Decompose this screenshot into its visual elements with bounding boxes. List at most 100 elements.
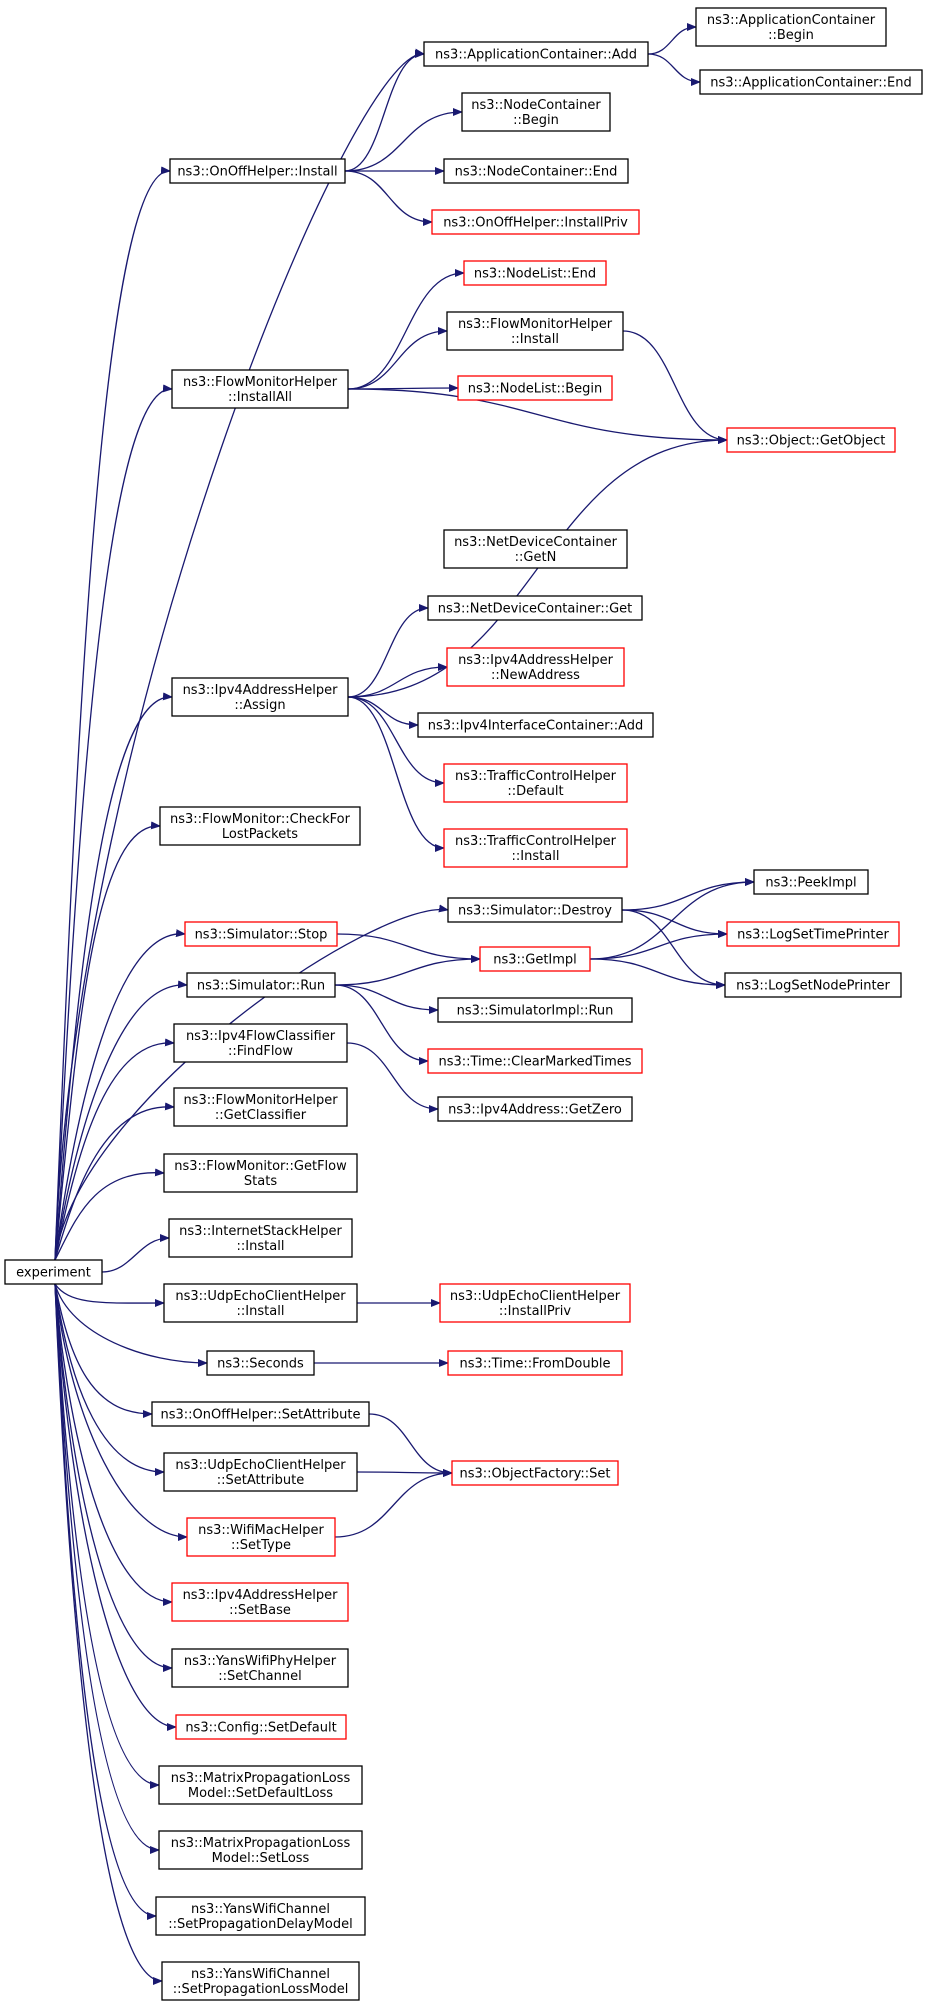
node-mplm-setdefaultloss[interactable]: ns3::MatrixPropagationLossModel::SetDefa… <box>158 1765 363 1805</box>
node-objectfactory-set[interactable]: ns3::ObjectFactory::Set <box>451 1460 619 1486</box>
node-app-end[interactable]: ns3::ApplicationContainer::End <box>699 69 923 95</box>
node-label-ndc-getn-1: ::GetN <box>515 550 557 565</box>
node-sim-run[interactable]: ns3::Simulator::Run <box>186 972 336 998</box>
node-box-uech-setattr <box>163 1452 358 1492</box>
node-box-ish-install <box>168 1218 353 1258</box>
node-label-fm-checklost-0: ns3::FlowMonitor::CheckFor <box>170 812 351 827</box>
node-label-seconds-0: ns3::Seconds <box>217 1357 304 1372</box>
node-getimpl[interactable]: ns3::GetImpl <box>479 946 591 972</box>
node-uech-install[interactable]: ns3::UdpEchoClientHelper::Install <box>163 1283 358 1323</box>
node-label-fmh-getclassifier-0: ns3::FlowMonitorHelper <box>183 1093 338 1108</box>
node-onoff-setattr[interactable]: ns3::OnOffHelper::SetAttribute <box>151 1401 370 1427</box>
node-label-fmh-install-0: ns3::FlowMonitorHelper <box>458 317 613 332</box>
node-onoff-install[interactable]: ns3::OnOffHelper::Install <box>169 158 346 184</box>
edge-experiment-to-ywc-setloss <box>54 1283 163 1985</box>
node-label-fmh-installall-1: ::InstallAll <box>228 390 292 405</box>
node-label-time-fromdouble-0: ns3::Time::FromDouble <box>460 1357 611 1372</box>
node-tch-default[interactable]: ns3::TrafficControlHelper::Default <box>443 763 628 803</box>
node-time-fromdouble[interactable]: ns3::Time::FromDouble <box>447 1350 623 1376</box>
node-sim-stop[interactable]: ns3::Simulator::Stop <box>184 921 338 947</box>
node-logsetnodeprinter[interactable]: ns3::LogSetNodePrinter <box>724 972 902 998</box>
node-nodelist-begin[interactable]: ns3::NodeList::Begin <box>457 375 613 401</box>
node-ipv4fc-findflow[interactable]: ns3::Ipv4FlowClassifier::FindFlow <box>173 1023 348 1063</box>
node-ipv4ic-add[interactable]: ns3::Ipv4InterfaceContainer::Add <box>417 712 654 738</box>
edge-experiment-to-mplm-setdefaultloss <box>54 1283 160 1789</box>
node-peekimpl[interactable]: ns3::PeekImpl <box>753 869 869 895</box>
node-simimpl-run[interactable]: ns3::SimulatorImpl::Run <box>437 997 633 1023</box>
node-ywc-setloss[interactable]: ns3::YansWifiChannel::SetPropagationLoss… <box>161 1961 360 2001</box>
node-sim-destroy[interactable]: ns3::Simulator::Destroy <box>447 897 623 923</box>
node-nodelist-end[interactable]: ns3::NodeList::End <box>463 260 607 286</box>
node-label-fmh-installall-0: ns3::FlowMonitorHelper <box>183 375 338 390</box>
node-box-onoff-installpriv <box>431 209 640 235</box>
node-tch-install[interactable]: ns3::TrafficControlHelper::Install <box>443 828 628 868</box>
node-fmh-install[interactable]: ns3::FlowMonitorHelper::Install <box>446 311 624 351</box>
node-ndc-getn[interactable]: ns3::NetDeviceContainer::GetN <box>443 529 628 569</box>
node-fmh-getclassifier[interactable]: ns3::FlowMonitorHelper::GetClassifier <box>173 1087 348 1127</box>
node-box-ipv4ah-newaddress <box>446 647 625 687</box>
node-box-fmh-getclassifier <box>173 1087 348 1127</box>
node-box-mplm-setloss <box>158 1830 363 1870</box>
edges-layer <box>54 23 755 1985</box>
nodes-layer: experimentns3::ApplicationContainer::Add… <box>4 7 923 2001</box>
node-object-getobject[interactable]: ns3::Object::GetObject <box>726 427 896 453</box>
node-ipv4ah-newaddress[interactable]: ns3::Ipv4AddressHelper::NewAddress <box>446 647 625 687</box>
node-label-fm-checklost-1: LostPackets <box>222 827 298 842</box>
node-ipv4ah-assign[interactable]: ns3::Ipv4AddressHelper::Assign <box>171 677 349 717</box>
node-logsettimeprinter[interactable]: ns3::LogSetTimePrinter <box>726 921 900 947</box>
edge-sim-destroy-to-logsettimeprinter <box>621 909 728 938</box>
node-uech-setattr[interactable]: ns3::UdpEchoClientHelper::SetAttribute <box>163 1452 358 1492</box>
node-label-simimpl-run-0: ns3::SimulatorImpl::Run <box>457 1004 614 1019</box>
node-box-onoff-install <box>169 158 346 184</box>
edge-sim-stop-to-getimpl <box>336 933 481 963</box>
node-uech-installpriv[interactable]: ns3::UdpEchoClientHelper::InstallPriv <box>439 1283 631 1323</box>
node-label-getimpl-0: ns3::GetImpl <box>493 953 577 968</box>
node-seconds[interactable]: ns3::Seconds <box>206 1350 315 1376</box>
edge-fmh-installall-to-object-getobject <box>347 388 728 444</box>
node-ish-install[interactable]: ns3::InternetStackHelper::Install <box>168 1218 353 1258</box>
node-ywph-setchannel[interactable]: ns3::YansWifiPhyHelper::SetChannel <box>171 1648 349 1688</box>
node-box-fmh-installall <box>171 369 349 409</box>
node-label-ywph-setchannel-0: ns3::YansWifiPhyHelper <box>184 1654 337 1669</box>
node-nodecont-end[interactable]: ns3::NodeContainer::End <box>443 158 629 184</box>
node-app-begin[interactable]: ns3::ApplicationContainer::Begin <box>695 7 887 47</box>
node-ipv4addr-getzero[interactable]: ns3::Ipv4Address::GetZero <box>437 1096 633 1122</box>
node-label-nodelist-end-0: ns3::NodeList::End <box>474 267 596 282</box>
node-config-setdefault[interactable]: ns3::Config::SetDefault <box>175 1714 347 1740</box>
edge-onoff-install-to-onoff-installpriv <box>344 170 433 226</box>
node-label-logsettimeprinter-0: ns3::LogSetTimePrinter <box>737 928 889 943</box>
node-label-mplm-setdefaultloss-1: Model::SetDefaultLoss <box>188 1786 333 1801</box>
node-label-sim-destroy-0: ns3::Simulator::Destroy <box>458 904 612 919</box>
node-label-sim-run-0: ns3::Simulator::Run <box>197 979 325 994</box>
node-app-add[interactable]: ns3::ApplicationContainer::Add <box>423 41 649 67</box>
node-label-ipv4ah-assign-1: ::Assign <box>234 698 285 713</box>
edge-getimpl-to-peekimpl <box>589 878 755 960</box>
edge-experiment-to-sim-destroy <box>54 904 449 1261</box>
node-ywc-setdelay[interactable]: ns3::YansWifiChannel::SetPropagationDela… <box>155 1896 366 1936</box>
node-label-uech-setattr-0: ns3::UdpEchoClientHelper <box>175 1458 346 1473</box>
node-label-uech-installpriv-0: ns3::UdpEchoClientHelper <box>450 1289 621 1304</box>
edge-experiment-to-seconds <box>54 1283 208 1367</box>
node-ipv4ah-setbase[interactable]: ns3::Ipv4AddressHelper::SetBase <box>171 1582 349 1622</box>
node-label-ish-install-0: ns3::InternetStackHelper <box>179 1224 342 1239</box>
node-time-clearmarked[interactable]: ns3::Time::ClearMarkedTimes <box>427 1048 643 1074</box>
edge-experiment-to-sim-stop <box>54 929 186 1261</box>
node-fmh-installall[interactable]: ns3::FlowMonitorHelper::InstallAll <box>171 369 349 409</box>
node-nodecont-begin[interactable]: ns3::NodeContainer::Begin <box>461 92 611 132</box>
node-onoff-installpriv[interactable]: ns3::OnOffHelper::InstallPriv <box>431 209 640 235</box>
edge-experiment-to-sim-run <box>54 980 188 1261</box>
node-label-uech-installpriv-1: ::InstallPriv <box>499 1304 571 1319</box>
node-box-simimpl-run <box>437 997 633 1023</box>
node-label-nodecont-begin-0: ns3::NodeContainer <box>471 98 601 113</box>
node-label-sim-stop-0: ns3::Simulator::Stop <box>195 928 328 943</box>
edge-getimpl-to-logsettimeprinter <box>589 930 728 960</box>
node-ndc-get[interactable]: ns3::NetDeviceContainer::Get <box>427 595 643 621</box>
node-box-app-begin <box>695 7 887 47</box>
node-wifimac-settype[interactable]: ns3::WifiMacHelper::SetType <box>186 1517 336 1557</box>
node-label-ish-install-1: ::Install <box>237 1239 285 1254</box>
edge-fmh-installall-to-fmh-install <box>347 327 448 390</box>
